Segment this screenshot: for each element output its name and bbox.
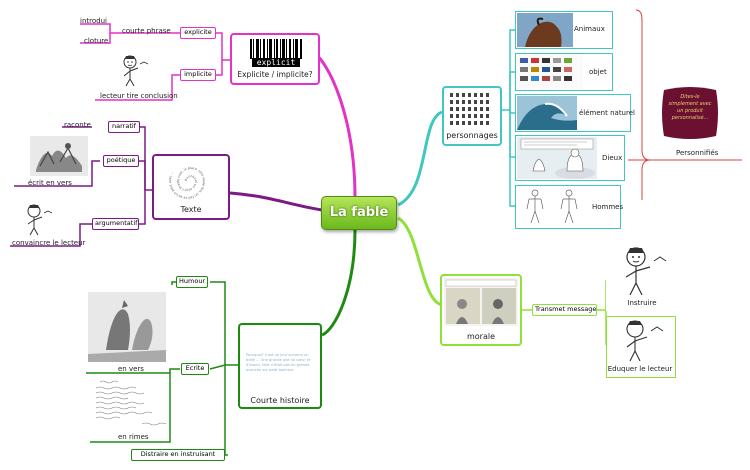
morale-title: morale	[466, 332, 496, 341]
label-raconte[interactable]: raconte	[64, 121, 91, 129]
spiral-text-image: Pourquoi un récit? Pretty cool, in place…	[168, 166, 206, 200]
central-topic[interactable]: La fable	[321, 196, 397, 230]
tag-explicite[interactable]: explicite	[180, 27, 216, 39]
personnage-hommes-label: Hommes	[592, 203, 624, 211]
objects-image	[517, 55, 583, 89]
personnage-animaux-label: Animaux	[574, 25, 605, 33]
texte-topic[interactable]: Pourquoi un récit? Pretty cool, in place…	[152, 154, 230, 220]
personnage-objet[interactable]: objet	[515, 53, 613, 91]
personnage-hommes[interactable]: Hommes	[515, 185, 624, 229]
explicite-topic[interactable]: explicit Explicite / implicite?	[230, 33, 320, 85]
label-personnifies[interactable]: Personnifiés	[676, 149, 719, 157]
engraving-image	[30, 136, 88, 176]
personnage-element-naturel-label: élément naturel	[579, 109, 635, 117]
handwriting-image	[92, 378, 174, 430]
personnifies-pillow-image: Dites-le simplement avec un produit pers…	[660, 84, 720, 142]
label-lecteur-conclusion[interactable]: lecteur tire conclusion	[100, 92, 178, 100]
dieux-comic-image	[517, 137, 597, 179]
icons-grid-image	[450, 93, 489, 125]
tag-narratif[interactable]: narratif	[108, 121, 140, 133]
personnage-element-naturel[interactable]: élément naturel	[515, 94, 635, 132]
horse-image	[517, 13, 573, 47]
instruire-node[interactable]: Instruire	[606, 243, 678, 311]
thinking-man-image	[108, 52, 156, 88]
tag-argumentatif[interactable]: argumentatif	[92, 218, 139, 230]
tag-implicite[interactable]: implicite	[180, 69, 216, 81]
label-en-rimes[interactable]: en rimes	[118, 433, 149, 441]
tag-ecrite[interactable]: Ecrite	[181, 363, 209, 375]
label-convaincre-lecteur[interactable]: convaincre le lecteur	[12, 239, 86, 247]
tag-poetique[interactable]: poétique	[103, 155, 139, 167]
personnage-objet-label: objet	[589, 68, 607, 76]
barcode-image: explicit	[248, 39, 304, 67]
personnage-dieux-label: Dieux	[602, 154, 623, 162]
courte-histoire-topic[interactable]: Pourquoi? Il est un jour survenu un drôl…	[238, 323, 322, 409]
eduquer-node[interactable]: Eduquer le lecteur	[606, 316, 676, 378]
morale-topic[interactable]: morale	[440, 274, 522, 346]
label-courte-phrase[interactable]: courte phrase	[122, 27, 171, 35]
spiral-text: Pourquoi un récit? Pretty cool, in place…	[168, 166, 206, 200]
personnage-dieux[interactable]: Dieux	[515, 135, 625, 181]
anatomy-image	[517, 187, 587, 227]
tag-distraire[interactable]: Distraire en instruisant	[131, 449, 225, 461]
tag-humour[interactable]: Humour	[176, 276, 208, 288]
label-en-vers[interactable]: en vers	[118, 365, 144, 373]
morale-comic-image	[444, 278, 518, 326]
courte-histoire-title: Courte histoire	[250, 396, 310, 405]
label-cloture[interactable]: cloture	[84, 37, 109, 45]
personnages-title: personnages	[446, 131, 498, 140]
texte-title: Texte	[180, 205, 202, 214]
pillow-text: Dites-le simplement avec un produit pers…	[668, 94, 712, 121]
label-introduit[interactable]: introdui	[80, 17, 107, 25]
tag-transmet-message[interactable]: Transmet message	[532, 304, 597, 316]
instruire-label: Instruire	[627, 299, 657, 307]
barcode-label: explicit	[252, 58, 300, 67]
personnage-animaux[interactable]: Animaux	[515, 11, 613, 49]
thinking-man-image-2	[14, 202, 58, 236]
instruire-image	[625, 247, 667, 296]
wolf-dog-image	[88, 292, 166, 362]
eduquer-label: Eduquer le lecteur	[607, 365, 673, 373]
explicite-title: Explicite / implicite?	[237, 70, 313, 79]
eduquer-image	[626, 320, 664, 362]
courte-histoire-excerpt: Pourquoi? Il est un jour survenu un drôl…	[246, 353, 311, 372]
svg-text:Pourquoi un récit? Pretty cool: Pourquoi un récit? Pretty cool, in place…	[168, 166, 206, 200]
wave-image	[517, 96, 577, 130]
personnages-topic[interactable]: personnages	[442, 86, 502, 146]
label-ecrit-en-vers[interactable]: écrit en vers	[28, 179, 72, 187]
